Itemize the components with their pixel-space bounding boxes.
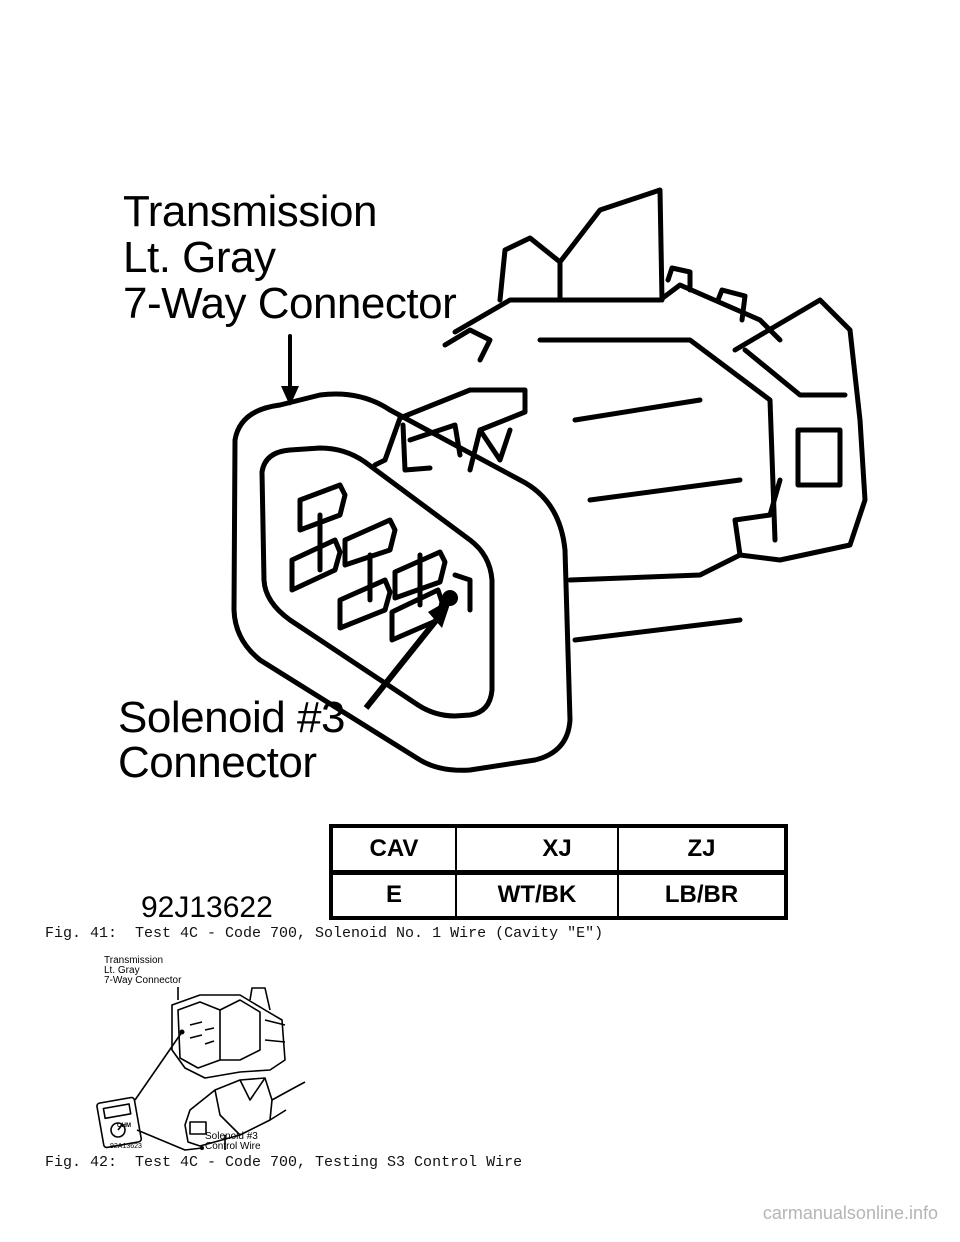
cavity-wire-table: CAV XJ ZJ E WT/BK LB/BR xyxy=(329,824,788,920)
solenoid-3-label: Solenoid #3 xyxy=(118,693,345,742)
table-cell-xj-color: WT/BK xyxy=(455,871,619,919)
fig42-solenoid-3-label: Solenoid #3 xyxy=(205,1131,258,1142)
fig42-7-way-connector-label: 7-Way Connector xyxy=(104,975,182,986)
connector-illustration xyxy=(231,187,868,773)
table-header-zj: ZJ xyxy=(617,825,787,875)
test-illustration xyxy=(96,987,306,1151)
fig42-lt-gray-label: Lt. Gray xyxy=(104,965,140,976)
table-header-cav: CAV xyxy=(330,825,457,875)
lt-gray-label: Lt. Gray xyxy=(123,233,276,282)
7-way-connector-label: 7-Way Connector xyxy=(123,279,457,328)
fig42-figure-number: 92A13623 xyxy=(110,1143,142,1150)
figure-41-caption: Fig. 41: Test 4C - Code 700, Solenoid No… xyxy=(45,925,604,942)
figure-42-caption: Fig. 42: Test 4C - Code 700, Testing S3 … xyxy=(45,1154,523,1171)
meter-label: OHM xyxy=(117,1123,131,1129)
table-cell-zj-color: LB/BR xyxy=(617,871,787,919)
fig42-control-wire-label: Control Wire xyxy=(205,1141,261,1152)
watermark: carmanualsonline.info xyxy=(762,1203,938,1223)
transmission-label: Transmission xyxy=(123,187,377,236)
connector-label: Connector xyxy=(118,738,317,787)
fig42-transmission-label: Transmission xyxy=(104,955,164,966)
table-header-xj: XJ xyxy=(455,825,619,875)
figure-number: 92J13622 xyxy=(141,891,273,924)
table-cell-cavity: E xyxy=(330,871,457,919)
